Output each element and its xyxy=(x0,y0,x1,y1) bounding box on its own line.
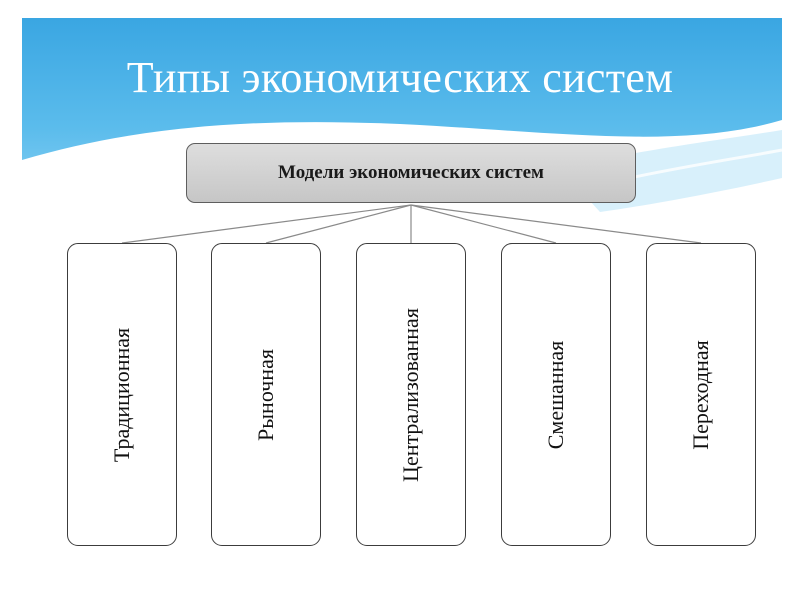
header-wave-streak xyxy=(619,148,783,182)
type-label-market: Рыночная xyxy=(253,348,278,441)
type-node-mixed: Смешанная xyxy=(501,243,611,546)
type-node-centralized: Централизованная xyxy=(356,243,466,546)
type-node-traditional: Традиционная xyxy=(67,243,177,546)
connector-line-5 xyxy=(410,204,702,244)
type-label-centralized: Централизованная xyxy=(398,307,423,482)
type-label-traditional: Традиционная xyxy=(109,327,134,462)
connector-line-4 xyxy=(410,204,557,244)
slide-title: Типы экономических систем xyxy=(126,53,674,102)
type-label-mixed: Смешанная xyxy=(543,340,568,449)
connector-line-1 xyxy=(121,204,412,244)
type-node-market: Рыночная xyxy=(211,243,321,546)
root-node: Модели экономических систем xyxy=(186,143,636,203)
root-node-label: Модели экономических систем xyxy=(278,162,544,183)
connector-line-2 xyxy=(265,204,412,244)
type-node-transitional: Переходная xyxy=(646,243,756,546)
type-label-transitional: Переходная xyxy=(688,339,713,450)
